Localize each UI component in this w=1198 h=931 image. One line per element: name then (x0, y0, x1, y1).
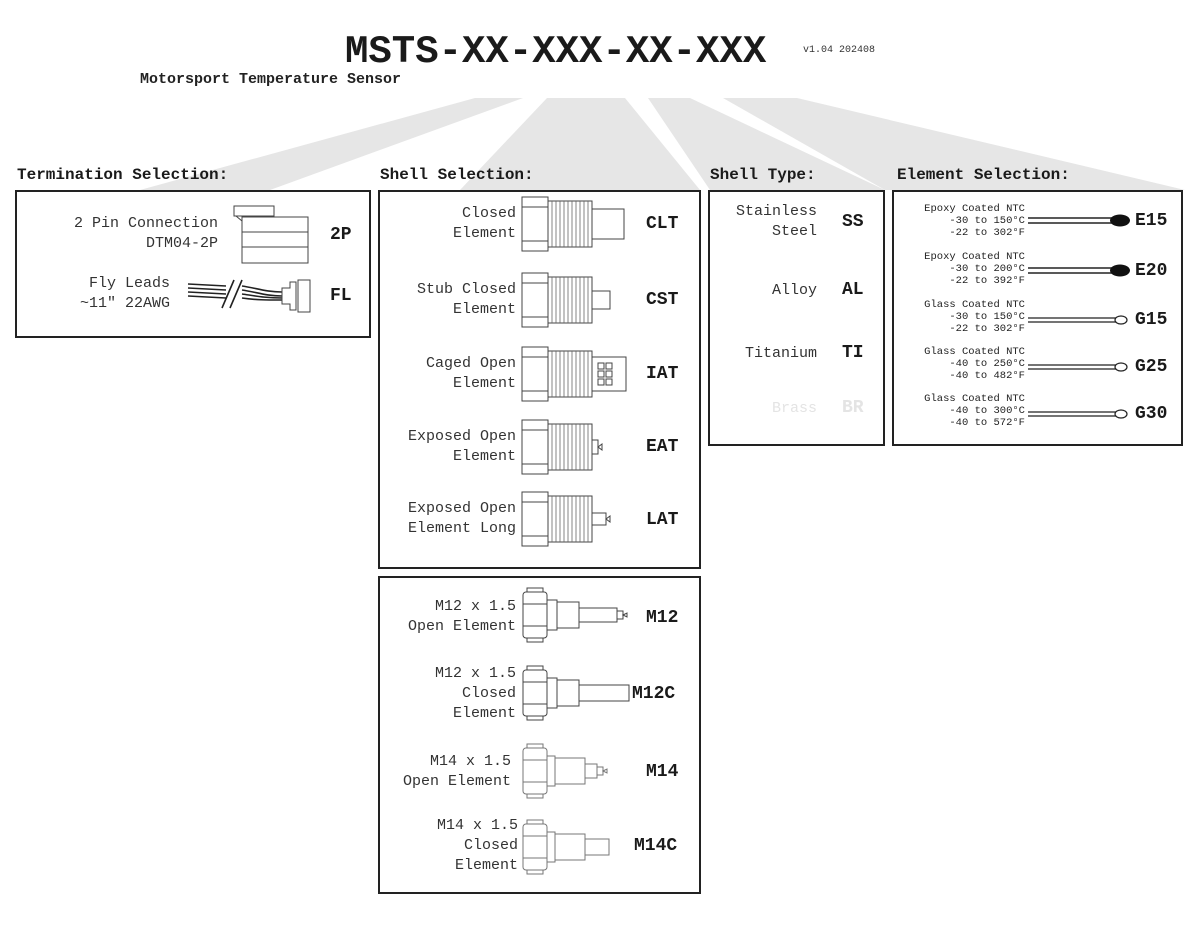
element-option-label: Epoxy Coated NTC -30 to 150°C -22 to 302… (924, 203, 1025, 239)
glass-ntc-icon (1028, 315, 1128, 325)
part-number-title: MSTS-XX-XXX-XX-XXX (345, 30, 767, 74)
shell-type-label-disabled: Brass (771, 400, 817, 417)
metric-code[interactable]: M14C (634, 836, 678, 856)
subtitle: Motorsport Temperature Sensor (140, 71, 402, 88)
termination-box (15, 190, 371, 338)
shell-code[interactable]: EAT (646, 437, 679, 457)
shell-code[interactable]: LAT (646, 510, 679, 530)
element-code[interactable]: E15 (1135, 211, 1168, 231)
metric-option-label: M12 x 1.5 Closed Element (434, 665, 516, 722)
funnel-shell (460, 98, 700, 190)
metric-code[interactable]: M14 (646, 762, 679, 782)
shell-option-label: Exposed Open Element (407, 428, 516, 465)
element-option-label: Glass Coated NTC -40 to 250°C -40 to 482… (924, 346, 1025, 382)
termination-heading: Termination Selection: (17, 166, 229, 184)
shell-option-label: Stub Closed Element (416, 281, 516, 318)
element-code[interactable]: G25 (1135, 357, 1168, 377)
stub-closed-shell-icon (521, 272, 611, 328)
shell-option-label: Closed Element (452, 205, 516, 242)
shell-option-label: Exposed Open Element Long (407, 500, 516, 537)
element-code[interactable]: E20 (1135, 261, 1168, 281)
m14-closed-fitting-icon (522, 819, 610, 875)
shell-code[interactable]: IAT (646, 364, 679, 384)
shell-type-code[interactable]: SS (842, 212, 864, 232)
metric-option-label: M12 x 1.5 Open Element (407, 598, 516, 635)
m12-open-fitting-icon (522, 587, 628, 643)
termination-option-label: Fly Leads ~11" 22AWG (79, 275, 170, 312)
shell-heading: Shell Selection: (380, 166, 534, 184)
metric-code[interactable]: M12C (632, 684, 676, 704)
fly-leads-icon (187, 279, 311, 313)
element-option-label: Epoxy Coated NTC -30 to 200°C -22 to 392… (924, 251, 1025, 287)
m14-open-fitting-icon (522, 743, 608, 799)
element-code[interactable]: G15 (1135, 310, 1168, 330)
glass-ntc-icon (1028, 362, 1128, 372)
element-heading: Element Selection: (897, 166, 1070, 184)
m12-closed-fitting-icon (522, 665, 630, 721)
exposed-open-shell-icon (521, 419, 603, 475)
termination-code[interactable]: FL (330, 286, 352, 306)
shell-code[interactable]: CST (646, 290, 679, 310)
shell-type-label: Stainless Steel (735, 203, 817, 240)
glass-ntc-icon (1028, 409, 1128, 419)
shell-type-label: Titanium (744, 345, 817, 362)
metric-code[interactable]: M12 (646, 608, 679, 628)
shell-code[interactable]: CLT (646, 214, 679, 234)
element-option-label: Glass Coated NTC -40 to 300°C -40 to 572… (924, 393, 1025, 429)
termination-code[interactable]: 2P (330, 225, 352, 245)
funnel-termination (140, 98, 523, 190)
caged-open-shell-icon (521, 346, 627, 402)
shell-type-box (708, 190, 885, 446)
element-code[interactable]: G30 (1135, 404, 1168, 424)
epoxy-ntc-icon (1028, 264, 1130, 277)
metric-option-label: M14 x 1.5 Closed Element (436, 817, 518, 874)
metric-option-label: M14 x 1.5 Open Element (402, 753, 511, 790)
funnel-shell-type (648, 98, 885, 190)
shell-option-label: Caged Open Element (425, 355, 516, 392)
element-option-label: Glass Coated NTC -30 to 150°C -22 to 302… (924, 299, 1025, 335)
dtm-connector-icon (233, 205, 309, 264)
version-label: v1.04 202408 (803, 45, 876, 56)
exposed-long-shell-icon (521, 491, 611, 547)
epoxy-ntc-icon (1028, 214, 1130, 227)
termination-option-label: 2 Pin Connection DTM04-2P (73, 215, 218, 252)
closed-shell-icon (521, 196, 625, 252)
funnel-element (723, 98, 1185, 190)
shell-type-label: Alloy (771, 282, 817, 299)
shell-type-code-disabled: BR (842, 398, 864, 418)
shell-type-code[interactable]: AL (842, 280, 864, 300)
shell-type-code[interactable]: TI (842, 343, 864, 363)
shell-type-heading: Shell Type: (710, 166, 816, 184)
